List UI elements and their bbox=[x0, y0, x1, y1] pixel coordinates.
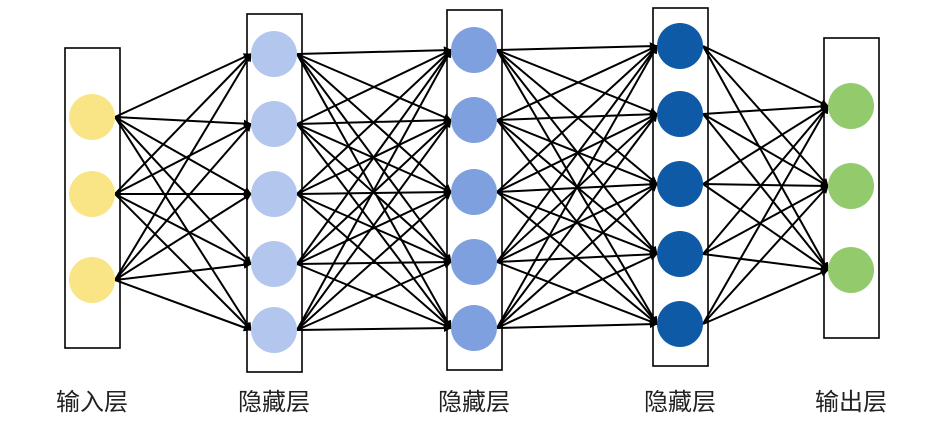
node-hidden-1-2 bbox=[251, 101, 297, 147]
edge-hidden-2-1-to-hidden-3-1 bbox=[496, 42, 658, 51]
node-hidden-1-4 bbox=[251, 241, 297, 287]
edge-hidden-2-5-to-hidden-3-1 bbox=[496, 45, 658, 329]
edge-hidden-1-4-to-hidden-2-1 bbox=[296, 49, 452, 265]
edge-hidden-3-3-to-output-3 bbox=[702, 183, 829, 271]
edge-hidden-2-5-to-hidden-3-3 bbox=[496, 183, 658, 329]
node-hidden-2-1 bbox=[451, 27, 497, 73]
layer-label-output: 输出层 bbox=[815, 388, 887, 416]
edge-hidden-3-5-to-output-3 bbox=[702, 269, 829, 325]
edge-hidden-2-3-to-hidden-3-1 bbox=[496, 45, 658, 193]
edge-hidden-1-5-to-hidden-2-1 bbox=[296, 49, 452, 331]
edge-hidden-3-5-to-output-2 bbox=[702, 185, 829, 325]
edge-hidden-2-4-to-hidden-3-5 bbox=[496, 261, 658, 326]
edge-input-2-to-hidden-1-1 bbox=[114, 53, 252, 195]
layer-label-hidden-1: 隐藏层 bbox=[238, 388, 310, 416]
node-output-3 bbox=[828, 247, 874, 293]
edge-hidden-3-5-to-output-1 bbox=[702, 105, 829, 325]
edge-input-3-to-hidden-1-4 bbox=[114, 260, 252, 281]
edge-input-1-to-hidden-1-5 bbox=[114, 116, 252, 331]
node-hidden-2-2 bbox=[451, 97, 497, 143]
edge-hidden-1-4-to-hidden-2-4 bbox=[296, 258, 452, 267]
edge-hidden-3-4-to-output-1 bbox=[702, 105, 829, 255]
node-input-3 bbox=[69, 257, 115, 303]
edge-hidden-1-3-to-hidden-2-1 bbox=[296, 49, 452, 195]
node-hidden-1-1 bbox=[251, 31, 297, 77]
node-input-2 bbox=[69, 171, 115, 217]
edge-input-3-to-hidden-1-5 bbox=[114, 279, 252, 332]
edge-hidden-2-4-to-hidden-3-4 bbox=[496, 250, 658, 263]
node-hidden-3-3 bbox=[657, 161, 703, 207]
node-hidden-2-4 bbox=[451, 239, 497, 285]
node-hidden-3-5 bbox=[657, 301, 703, 347]
node-hidden-3-1 bbox=[657, 23, 703, 69]
edge-input-3-to-hidden-1-3 bbox=[114, 193, 252, 281]
edge-hidden-2-2-to-hidden-3-1 bbox=[496, 45, 658, 121]
layer-label-hidden-2: 隐藏层 bbox=[438, 388, 510, 416]
edge-hidden-2-5-to-hidden-3-4 bbox=[496, 253, 658, 329]
edge-hidden-3-1-to-output-3 bbox=[702, 45, 829, 271]
edge-input-3-to-hidden-1-2 bbox=[114, 123, 252, 281]
node-hidden-3-4 bbox=[657, 231, 703, 277]
edge-hidden-1-5-to-hidden-2-3 bbox=[296, 191, 452, 331]
edge-input-2-to-hidden-1-5 bbox=[114, 193, 252, 331]
edge-hidden-2-4-to-hidden-3-1 bbox=[496, 45, 658, 263]
edge-input-1-to-hidden-1-3 bbox=[114, 116, 252, 195]
edge-input-1-to-hidden-1-4 bbox=[114, 116, 252, 265]
layer-box-hidden-3 bbox=[652, 7, 709, 367]
edge-hidden-1-5-to-hidden-2-5 bbox=[296, 324, 452, 333]
node-hidden-1-3 bbox=[251, 171, 297, 217]
edge-hidden-2-5-to-hidden-3-2 bbox=[496, 113, 658, 329]
edge-input-2-to-hidden-1-2 bbox=[114, 123, 252, 195]
edge-hidden-3-2-to-output-1 bbox=[702, 102, 829, 115]
edge-hidden-3-1-to-output-2 bbox=[702, 45, 829, 187]
edge-hidden-1-4-to-hidden-2-3 bbox=[296, 191, 452, 265]
node-hidden-3-2 bbox=[657, 91, 703, 137]
edge-input-1-to-hidden-1-2 bbox=[114, 116, 252, 128]
layer-box-hidden-1 bbox=[246, 13, 303, 373]
layer-labels: 输入层 隐藏层 隐藏层 隐藏层 输出层 bbox=[56, 388, 887, 416]
edge-hidden-2-5-to-hidden-3-5 bbox=[496, 320, 658, 329]
edge-hidden-1-1-to-hidden-2-1 bbox=[296, 46, 452, 55]
edge-hidden-3-4-to-output-3 bbox=[702, 253, 829, 274]
node-hidden-2-3 bbox=[451, 169, 497, 215]
layer-label-input: 输入层 bbox=[56, 388, 128, 416]
edge-hidden-2-4-to-hidden-3-3 bbox=[496, 183, 658, 263]
node-hidden-2-5 bbox=[451, 305, 497, 351]
layer-box-hidden-2 bbox=[446, 9, 503, 371]
edge-input-3-to-hidden-1-1 bbox=[114, 53, 252, 281]
node-output-1 bbox=[828, 83, 874, 129]
node-output-2 bbox=[828, 163, 874, 209]
edge-hidden-3-2-to-output-3 bbox=[702, 113, 829, 271]
layer-label-hidden-3: 隐藏层 bbox=[644, 388, 716, 416]
edge-hidden-1-5-to-hidden-2-2 bbox=[296, 119, 452, 331]
edge-input-2-to-hidden-1-4 bbox=[114, 193, 252, 265]
connections bbox=[114, 42, 829, 333]
layer-boxes bbox=[64, 7, 880, 373]
layer-box-input bbox=[64, 47, 121, 349]
node-input-1 bbox=[69, 94, 115, 140]
edge-input-1-to-hidden-1-1 bbox=[114, 53, 252, 118]
edge-hidden-1-5-to-hidden-2-4 bbox=[296, 261, 452, 331]
layer-nodes bbox=[69, 23, 874, 353]
edge-hidden-3-3-to-output-2 bbox=[702, 181, 829, 190]
edge-hidden-3-4-to-output-2 bbox=[702, 185, 829, 255]
edge-hidden-3-3-to-output-1 bbox=[702, 105, 829, 185]
layer-box-output bbox=[823, 37, 880, 339]
edge-hidden-2-2-to-hidden-3-2 bbox=[496, 110, 658, 121]
edge-hidden-3-2-to-output-2 bbox=[702, 113, 829, 187]
edge-hidden-3-1-to-output-1 bbox=[702, 45, 829, 107]
edge-hidden-1-2-to-hidden-2-1 bbox=[296, 49, 452, 125]
node-hidden-1-5 bbox=[251, 307, 297, 353]
